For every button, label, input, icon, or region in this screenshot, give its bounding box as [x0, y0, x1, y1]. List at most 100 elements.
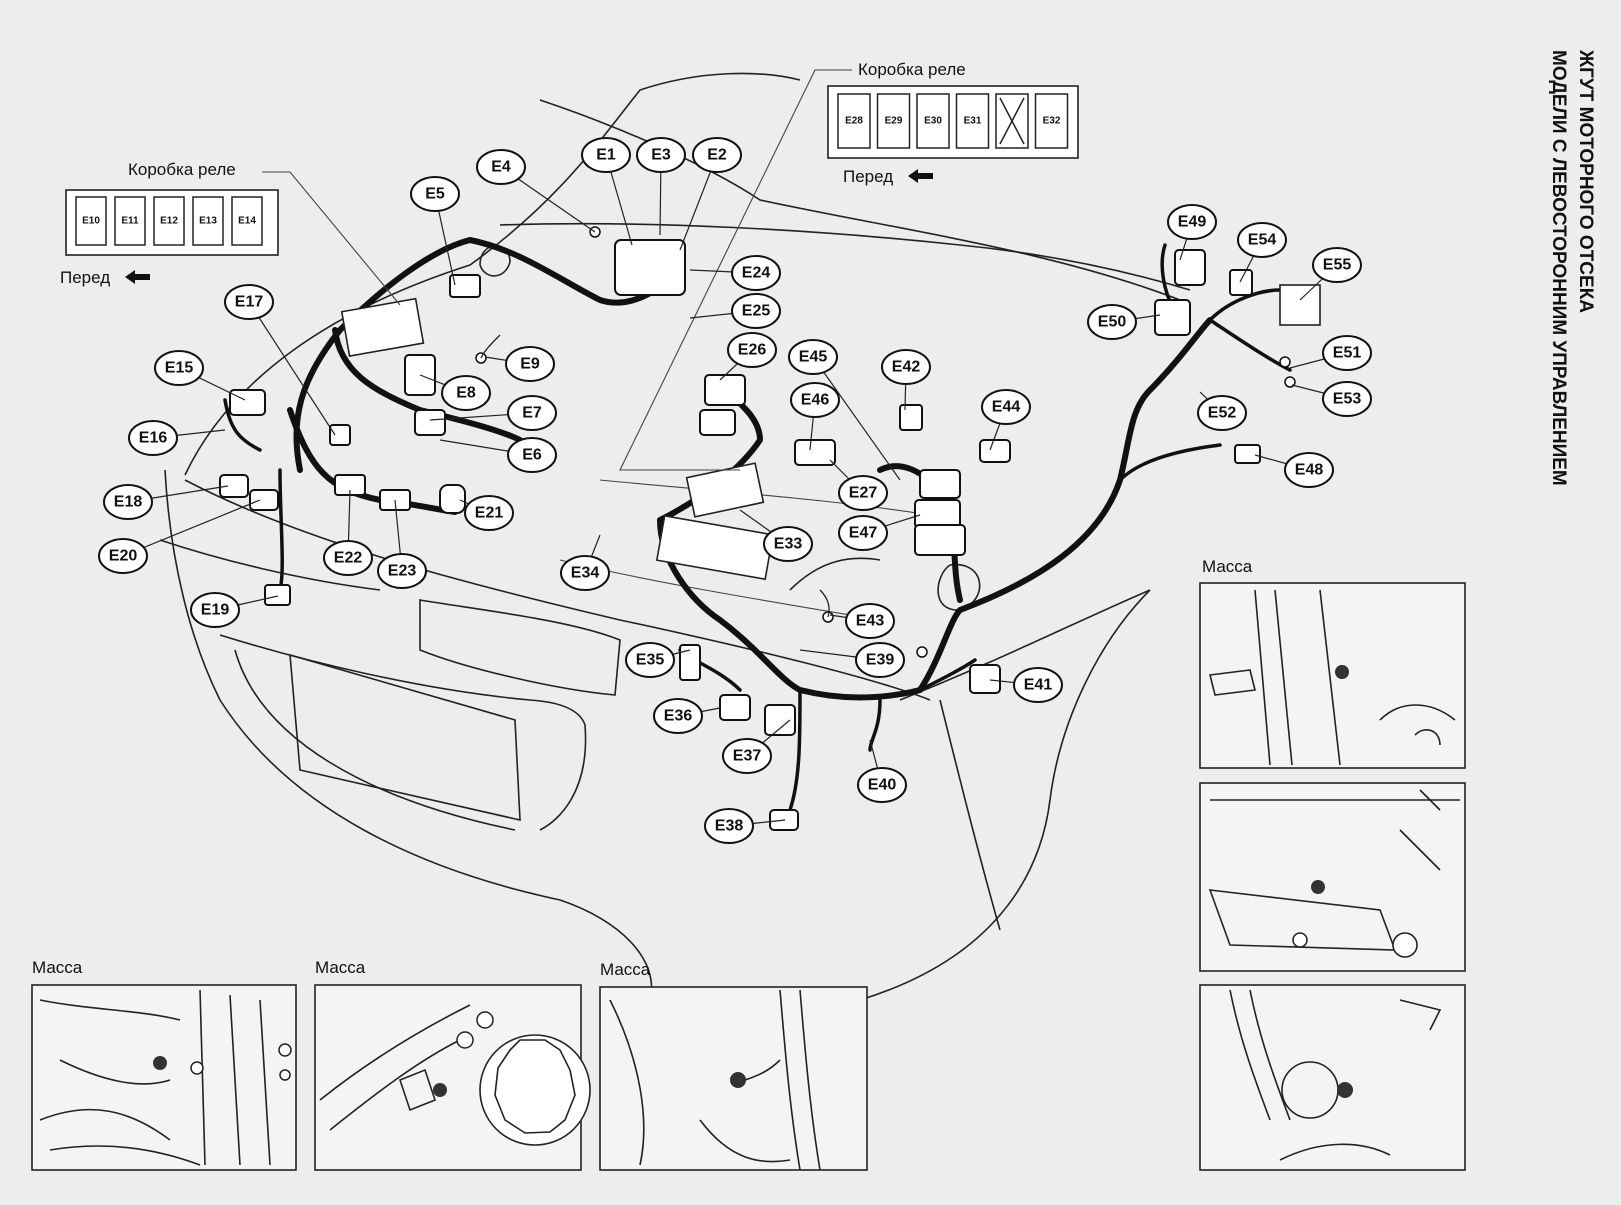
relay-slot-label: E29	[885, 116, 903, 127]
callout-label: E4	[491, 159, 511, 176]
callout-label: E7	[522, 405, 542, 422]
callout-label: E34	[571, 565, 600, 582]
relay-box-right-label: Коробка реле	[858, 60, 966, 79]
relay-slot-label: E14	[238, 216, 256, 227]
callout-label: E47	[849, 525, 878, 542]
callout-e17: E17	[224, 284, 274, 320]
relay-slot-label: E12	[160, 216, 178, 227]
callout-label: E2	[707, 147, 727, 164]
callout-e15: E15	[154, 350, 204, 386]
relay-box-left-label: Коробка реле	[128, 160, 236, 179]
callout-label: E46	[801, 392, 830, 409]
relay-slot-label: E30	[924, 116, 942, 127]
callout-e36: E36	[653, 698, 703, 734]
callout-e4: E4	[476, 149, 526, 185]
callout-label: E33	[774, 536, 803, 553]
callout-e48: E48	[1284, 452, 1334, 488]
ground-panel-label: Масса	[315, 958, 366, 977]
callout-e43: E43	[845, 603, 895, 639]
callout-label: E16	[139, 430, 168, 447]
relay-slot-label: E11	[121, 216, 139, 227]
ground-panel-e43	[1199, 782, 1466, 972]
callout-leader-line	[812, 356, 901, 481]
ground-panels: Масса Масса Масса	[31, 557, 1466, 1171]
relay-box-left: Коробка реле E10 E11 E12 E13 E14 Перед	[60, 160, 401, 306]
callout-label: E1	[596, 147, 616, 164]
callout-e24: E24	[731, 255, 781, 291]
relay-slot	[995, 93, 1029, 149]
callout-e25: E25	[731, 293, 781, 329]
callout-e39: E39	[855, 642, 905, 678]
callout-label: E49	[1178, 214, 1207, 231]
callout-e3: E3	[636, 137, 686, 173]
callout-label: E22	[334, 550, 363, 567]
relay-slot: E14	[231, 196, 263, 246]
callout-e33: E33	[763, 526, 813, 562]
callout-e42: E42	[881, 349, 931, 385]
callout-e22: E22	[323, 540, 373, 576]
relay-slot: E11	[114, 196, 146, 246]
callout-e5: E5	[410, 176, 460, 212]
callout-label: E36	[664, 708, 693, 725]
callout-e16: E16	[128, 420, 178, 456]
callout-label: E17	[235, 294, 264, 311]
callout-e26: E26	[727, 332, 777, 368]
callout-label: E54	[1248, 232, 1277, 249]
diagram-subtitle: МОДЕЛИ С ЛЕВОСТОРОННИМ УПРАВЛЕНИЕМ	[1548, 50, 1569, 486]
callout-label: E15	[165, 360, 194, 377]
relay-box-left-front-label: Перед	[60, 268, 110, 287]
components	[219, 226, 1321, 831]
front-arrow-icon	[125, 270, 150, 284]
relay-slot-label: E28	[845, 116, 863, 127]
callout-leader-line	[122, 499, 261, 557]
callout-e21: E21	[464, 495, 514, 531]
callout-label: E18	[114, 494, 143, 511]
relay-slot-label: E13	[199, 216, 217, 227]
callout-e18: E18	[103, 484, 153, 520]
callout-label: E26	[738, 342, 767, 359]
ground-panel-label: Масса	[1202, 557, 1253, 576]
callout-label: E45	[799, 349, 828, 366]
callout-e47: E47	[838, 515, 888, 551]
ground-panel-e4	[31, 984, 297, 1171]
callout-leader-line	[248, 301, 336, 436]
callout-e8: E8	[441, 375, 491, 411]
ground-panel-e53	[1199, 582, 1466, 769]
callout-e50: E50	[1087, 304, 1137, 340]
relay-slot-label: E10	[82, 216, 100, 227]
ground-panel-e39	[1199, 984, 1466, 1171]
ground-panel-e51	[599, 986, 868, 1171]
ground-panel-e9	[314, 984, 591, 1171]
callout-label: E51	[1333, 345, 1362, 362]
callout-e34: E34	[560, 555, 610, 591]
diagram-title: ЖГУТ МОТОРНОГО ОТСЕКА	[1575, 49, 1596, 313]
callout-label: E55	[1323, 257, 1352, 274]
callout-e41: E41	[1013, 667, 1063, 703]
callout-label: E52	[1208, 405, 1237, 422]
relay-slot: E10	[75, 196, 107, 246]
callout-e51: E51	[1322, 335, 1372, 371]
callout-label: E9	[520, 356, 540, 373]
callout-e35: E35	[625, 642, 675, 678]
callout-label: E27	[849, 485, 878, 502]
callout-e7: E7	[507, 395, 557, 431]
relay-slot: E28	[837, 93, 871, 149]
relay-slot: E13	[192, 196, 224, 246]
callout-e54: E54	[1237, 222, 1287, 258]
callout-e27: E27	[838, 475, 888, 511]
front-arrow-icon	[908, 169, 933, 183]
callout-e2: E2	[692, 137, 742, 173]
callout-label: E48	[1295, 462, 1324, 479]
relay-slot: E29	[876, 93, 911, 149]
callout-e49: E49	[1167, 204, 1217, 240]
callout-e19: E19	[190, 592, 240, 628]
callout-label: E5	[425, 186, 445, 203]
relay-slot: E32	[1034, 93, 1069, 149]
callout-label: E6	[522, 447, 542, 464]
callout-e1: E1	[581, 137, 631, 173]
relay-slot: E30	[916, 93, 950, 149]
callout-e38: E38	[704, 808, 754, 844]
relay-slot: E31	[955, 93, 990, 149]
